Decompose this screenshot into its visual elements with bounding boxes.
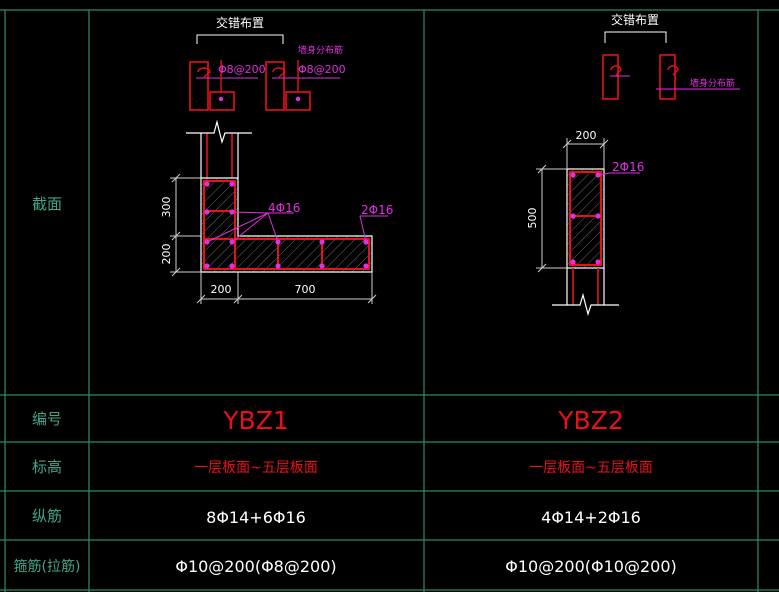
spacing-label-b: Φ8@200 — [298, 63, 346, 76]
corner-bars-callout: 4Φ16 — [268, 201, 300, 215]
end-bars-callout: 2Φ16 — [612, 160, 644, 174]
longitudinal-value: 4Φ14+2Φ16 — [541, 508, 641, 527]
stirrup-value: Φ10@200(Φ8@200) — [175, 557, 336, 576]
row-label-stirrup: 箍筋(拉筋) — [14, 558, 81, 575]
dim-height: 500 — [526, 208, 539, 229]
stirrup-value: Φ10@200(Φ10@200) — [505, 557, 676, 576]
dim-width: 200 — [576, 129, 597, 142]
ybz2-section: 2Φ16 200 500 — [526, 129, 644, 317]
column-ybz2-values: YBZ2 一层板面~五层板面 4Φ14+2Φ16 Φ10@200(Φ10@200… — [505, 406, 676, 576]
elevation-value: 一层板面~五层板面 — [194, 460, 318, 476]
column-ybz1-values: YBZ1 一层板面~五层板面 8Φ14+6Φ16 Φ10@200(Φ8@200) — [175, 406, 336, 576]
row-label-elevation: 标高 — [32, 458, 62, 476]
end-bars-callout: 2Φ16 — [361, 203, 393, 217]
dim-vertical-lower: 200 — [160, 244, 173, 265]
row-label-id: 编号 — [32, 410, 62, 428]
row-label-longitudinal: 纵筋 — [32, 507, 62, 525]
detail-title: 交错布置 — [216, 15, 264, 30]
column-id: YBZ1 — [222, 406, 288, 435]
ybz1-staggered-detail: 交错布置 Φ8@200 墙身分布筋 Φ8@200 — [189, 15, 346, 111]
row-labels: 截面 编号 标高 纵筋 箍筋(拉筋) — [14, 195, 81, 575]
detail-title: 交错布置 — [611, 12, 659, 27]
table-grid — [0, 9, 779, 592]
ybz2-staggered-detail: 交错布置 墙身分布筋 — [602, 12, 740, 100]
column-id: YBZ2 — [557, 406, 623, 435]
dim-horizontal-right: 700 — [295, 283, 316, 296]
row-label-section: 截面 — [32, 195, 62, 213]
dim-vertical-upper: 300 — [160, 197, 173, 218]
dim-horizontal-left: 200 — [211, 283, 232, 296]
ybz1-section: 4Φ16 2Φ16 300 200 200 700 — [160, 119, 393, 304]
elevation-value: 一层板面~五层板面 — [529, 460, 653, 476]
spacing-label-a: Φ8@200 — [218, 63, 266, 76]
longitudinal-value: 8Φ14+6Φ16 — [206, 508, 306, 527]
wall-rebar-label: 墙身分布筋 — [690, 77, 735, 89]
wall-rebar-label: 墙身分布筋 — [298, 44, 343, 56]
